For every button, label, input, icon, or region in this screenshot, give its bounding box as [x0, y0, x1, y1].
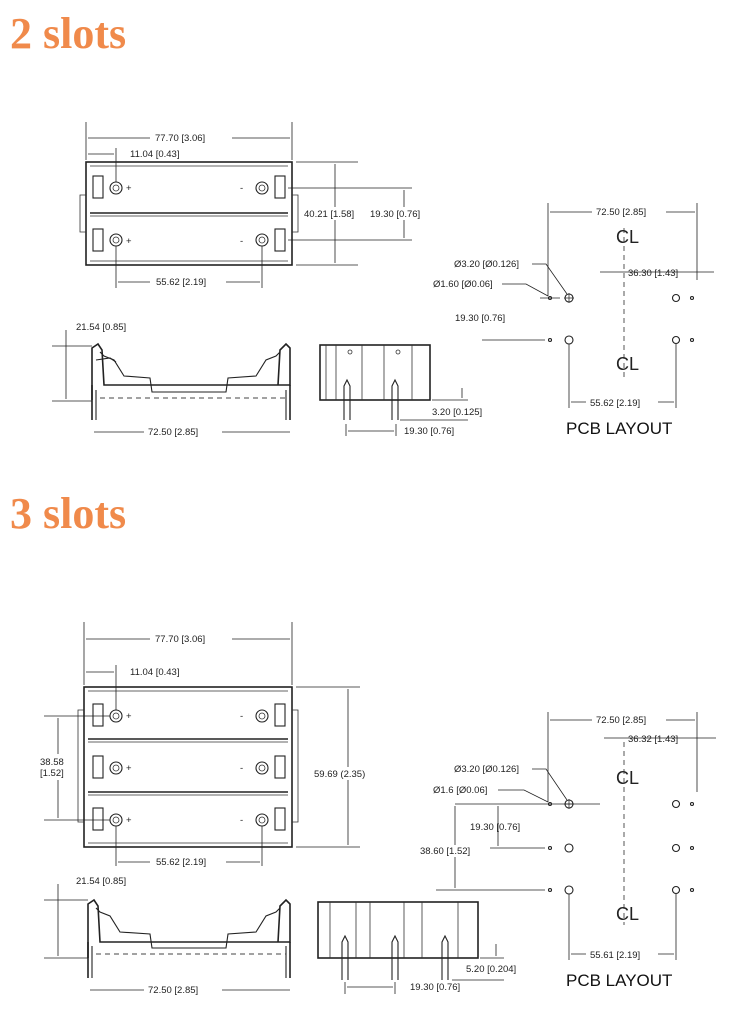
dim-terminal-offset: 11.04 [0.43]	[130, 149, 179, 160]
dim-pcb-center: 36.30 [1.43]	[628, 268, 678, 279]
three-slot-top-view: + - + - + - 77.70 [3.06] 11.04 [0.43] 38…	[38, 622, 384, 868]
pcb-layout-label: PCB LAYOUT	[566, 419, 672, 438]
three-slot-pcb-layout: 72.50 [2.85] CL CL 36.32 [1.43] Ø3.20 [Ø…	[418, 712, 716, 990]
two-slot-side-view: 21.54 [0.85] 72.50 [2.85]	[52, 322, 291, 438]
dim-end-pitch: 19.30 [0.76]	[410, 982, 460, 993]
plus-sign: +	[126, 183, 132, 194]
dim-pin-length: 5.20 [0.204]	[466, 964, 516, 975]
dim-pcb-span: 55.62 [2.19]	[590, 398, 640, 409]
three-slot-side-view: 21.54 [0.85] 72.50 [2.85]	[44, 876, 291, 996]
plus-sign: +	[126, 763, 132, 774]
dim-pcb-two-pitch: 38.60 [1.52]	[420, 846, 470, 857]
centerline-mark: CL	[616, 227, 639, 247]
dim-end-pitch: 19.30 [0.76]	[404, 426, 454, 437]
dim-pcb-span: 55.61 [2.19]	[590, 950, 640, 961]
heading-3-slots: 3 slots	[10, 489, 127, 538]
plus-sign: +	[126, 236, 132, 247]
two-slot-pcb-layout: 72.50 [2.85] CL CL 36.30 [1.43] Ø3.20 [Ø…	[433, 203, 714, 438]
minus-sign: -	[240, 236, 243, 247]
minus-sign: -	[240, 711, 243, 722]
dim-side-height: 21.54 [0.85]	[76, 876, 126, 887]
dim-pcb-pitch: 19.30 [0.76]	[455, 313, 505, 324]
minus-sign: -	[240, 183, 243, 194]
dim-hole-small: Ø1.6 [Ø0.06]	[433, 785, 487, 796]
plus-sign: +	[126, 711, 132, 722]
dim-pcb-pitch: 19.30 [0.76]	[470, 822, 520, 833]
dim-side-height: 21.54 [0.85]	[76, 322, 126, 333]
two-slot-end-view: 3.20 [0.125] 19.30 [0.76]	[319, 344, 482, 437]
dim-pcb-width: 72.50 [2.85]	[596, 207, 646, 218]
three-slot-drawing: + - + - + - 77.70 [3.06] 11.04 [0.43] 38…	[38, 622, 716, 996]
dim-contact-span: 55.62 [2.19]	[156, 857, 206, 868]
dim-hole-large: Ø3.20 [Ø0.126]	[454, 259, 519, 270]
centerline-mark: CL	[616, 904, 639, 924]
dim-terminal-offset: 11.04 [0.43]	[130, 667, 179, 678]
dim-pcb-center: 36.32 [1.43]	[628, 734, 678, 745]
dim-slot-pitch: 19.30 [0.76]	[370, 209, 420, 220]
dim-base-length: 72.50 [2.85]	[148, 985, 198, 996]
dim-hole-large: Ø3.20 [Ø0.126]	[454, 764, 519, 775]
plus-sign: +	[126, 815, 132, 826]
centerline-mark: CL	[616, 354, 639, 374]
dim-height-total: 59.69 (2.35)	[314, 769, 365, 780]
centerline-mark: CL	[616, 768, 639, 788]
two-slot-top-view: + + - - 77.70 [3.06] 11.04 [0.43] 40.21 …	[79, 122, 432, 288]
pcb-layout-label: PCB LAYOUT	[566, 971, 672, 990]
dim-hole-small: Ø1.60 [Ø0.06]	[433, 279, 493, 290]
minus-sign: -	[240, 763, 243, 774]
minus-sign: -	[240, 815, 243, 826]
dim-pin-length: 3.20 [0.125]	[432, 407, 482, 418]
dim-overall-width: 77.70 [3.06]	[155, 634, 205, 645]
three-slot-end-view: 5.20 [0.204] 19.30 [0.76]	[317, 901, 516, 994]
dim-base-length: 72.50 [2.85]	[148, 427, 198, 438]
heading-2-slots: 2 slots	[10, 9, 127, 58]
dim-height-total: 40.21 [1.58]	[304, 209, 354, 220]
dim-contact-span: 55.62 [2.19]	[156, 277, 206, 288]
dim-pitch-left: 38.58	[40, 757, 64, 768]
two-slot-drawing: + + - - 77.70 [3.06] 11.04 [0.43] 40.21 …	[52, 122, 714, 438]
dim-pitch-left-inch: [1.52]	[40, 768, 64, 779]
dim-overall-width: 77.70 [3.06]	[155, 133, 205, 144]
dim-pcb-width: 72.50 [2.85]	[596, 715, 646, 726]
